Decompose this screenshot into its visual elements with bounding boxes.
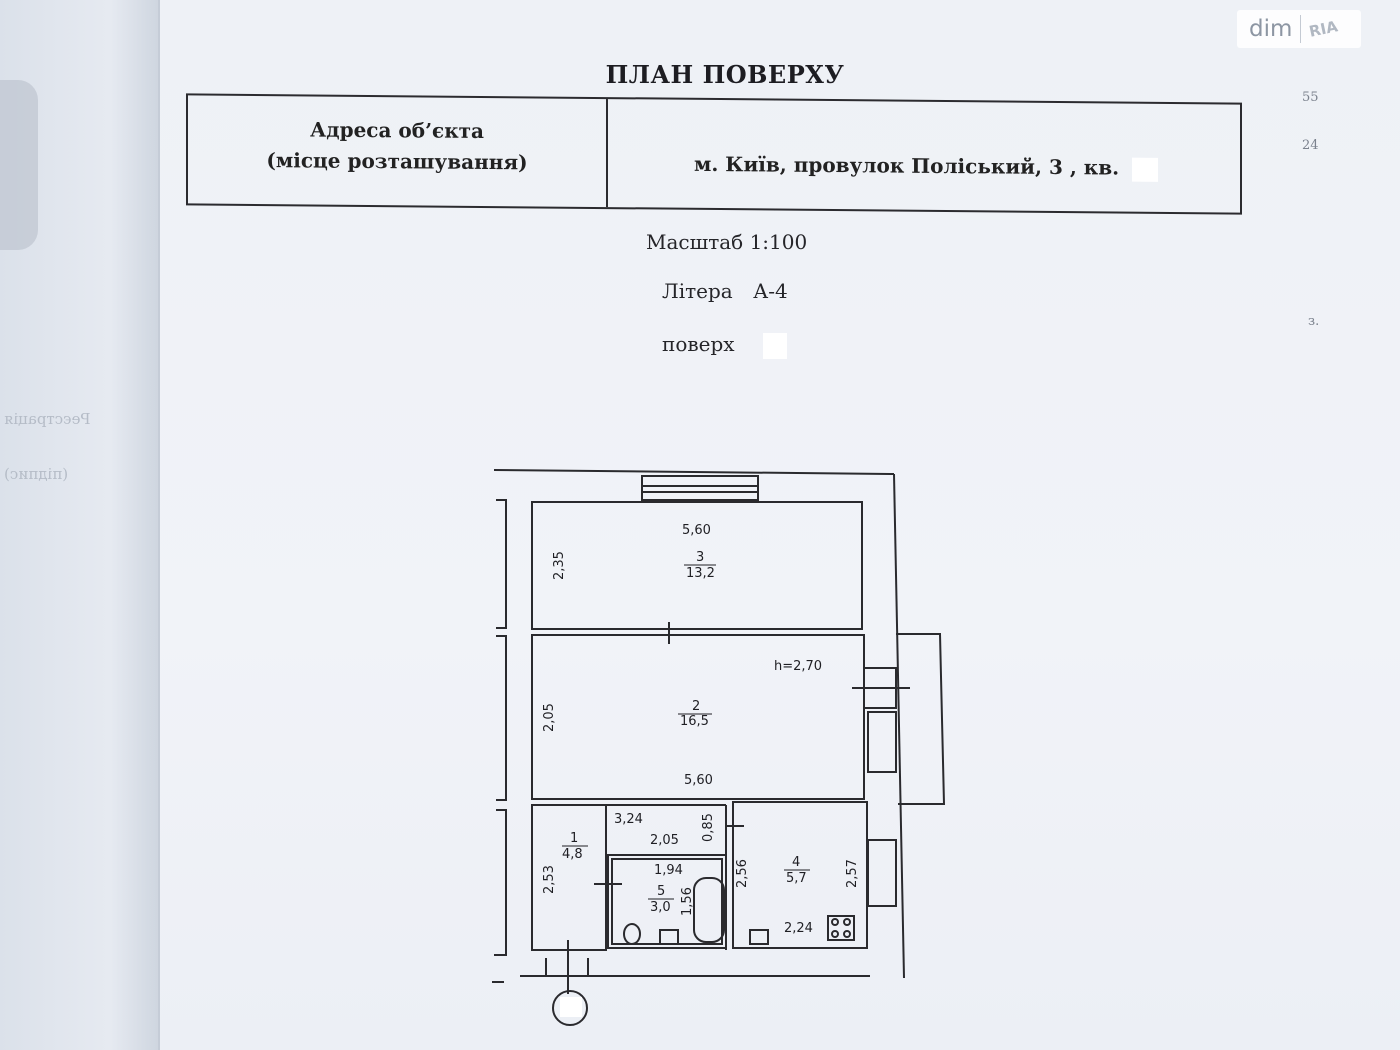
room-4-area: 5,7	[786, 871, 807, 886]
dim-bath-width: 1,94	[654, 863, 683, 878]
dim-corridor-length: 2,05	[650, 833, 679, 848]
room-5-area: 3,0	[650, 900, 671, 915]
left-page-shadow	[0, 80, 38, 250]
ceiling-height: h=2,70	[774, 659, 822, 674]
room-2-area: 16,5	[680, 714, 709, 729]
left-page-edge: Реєстрацiя (підпис)	[0, 0, 160, 1050]
entrance-marker	[552, 990, 588, 1026]
outer-wall	[893, 473, 905, 979]
kitchen-sink	[749, 929, 769, 945]
margin-note: 55	[1302, 90, 1319, 105]
scale-label: Масштаб 1:100	[646, 230, 808, 254]
litera-value: А-4	[753, 279, 788, 303]
room-2	[531, 634, 865, 800]
room-5-number: 5	[657, 884, 665, 899]
dim-corridor-depth: 0,85	[701, 813, 716, 842]
plan-walls	[492, 469, 946, 1026]
stove-burner	[843, 930, 851, 938]
margin-note: з.	[1308, 314, 1320, 329]
dim-kitchen-width: 2,24	[784, 921, 813, 936]
window	[641, 475, 759, 501]
dim-room3-height: 2,35	[552, 551, 567, 580]
dim-room2-height: 2,05	[542, 703, 557, 732]
margin-note: 24	[1302, 138, 1319, 153]
outer-wall	[493, 469, 895, 475]
room-1-number: 1	[570, 831, 578, 846]
dim-room3-width: 5,60	[682, 523, 711, 538]
stove-burner	[843, 918, 851, 926]
room-3-area: 13,2	[686, 566, 715, 581]
room-2-number: 2	[692, 699, 700, 714]
sink	[659, 929, 679, 945]
balcony-door-frame	[863, 667, 897, 709]
watermark-separator	[1300, 15, 1302, 43]
room-4-number: 4	[792, 855, 800, 870]
outer-wall	[494, 809, 507, 956]
plan-labels: 5,60 2,35 3 13,2 h=2,70 2,05 2 16,5 5,60…	[542, 523, 860, 936]
window	[867, 839, 897, 907]
dim-bath-height: 1,56	[680, 887, 695, 916]
room-1-area: 4,8	[562, 847, 583, 862]
stove-burner	[831, 930, 839, 938]
dim-room1-height: 2,53	[542, 865, 557, 894]
stove	[827, 915, 855, 941]
toilet	[623, 923, 641, 945]
dim-room4-height-left: 2,56	[735, 859, 750, 888]
redaction-box	[762, 332, 787, 359]
watermark-brand: dim	[1249, 16, 1293, 42]
page-title: ПЛАН ПОВЕРХУ	[605, 60, 845, 89]
outer-wall	[496, 635, 507, 801]
dim-room4-height-right: 2,57	[845, 859, 860, 888]
room-3-number: 3	[696, 550, 704, 565]
stove-burner	[831, 918, 839, 926]
dim-hall-length: 3,24	[614, 812, 643, 827]
floor-label: поверх	[662, 332, 735, 356]
room-5	[607, 854, 727, 949]
dim-room2-width: 5,60	[684, 773, 713, 788]
bathtub	[693, 877, 725, 943]
window	[867, 711, 897, 773]
outer-wall	[496, 499, 507, 629]
room-3	[531, 501, 863, 630]
watermark: dim RIA	[1237, 10, 1361, 48]
balcony	[896, 633, 946, 805]
redaction-box	[560, 997, 582, 1017]
litera-label: Літера	[662, 279, 733, 303]
litera-row: Літера А-4	[662, 279, 788, 303]
floor-row: поверх	[662, 332, 787, 359]
document-sheet	[160, 0, 1400, 1050]
